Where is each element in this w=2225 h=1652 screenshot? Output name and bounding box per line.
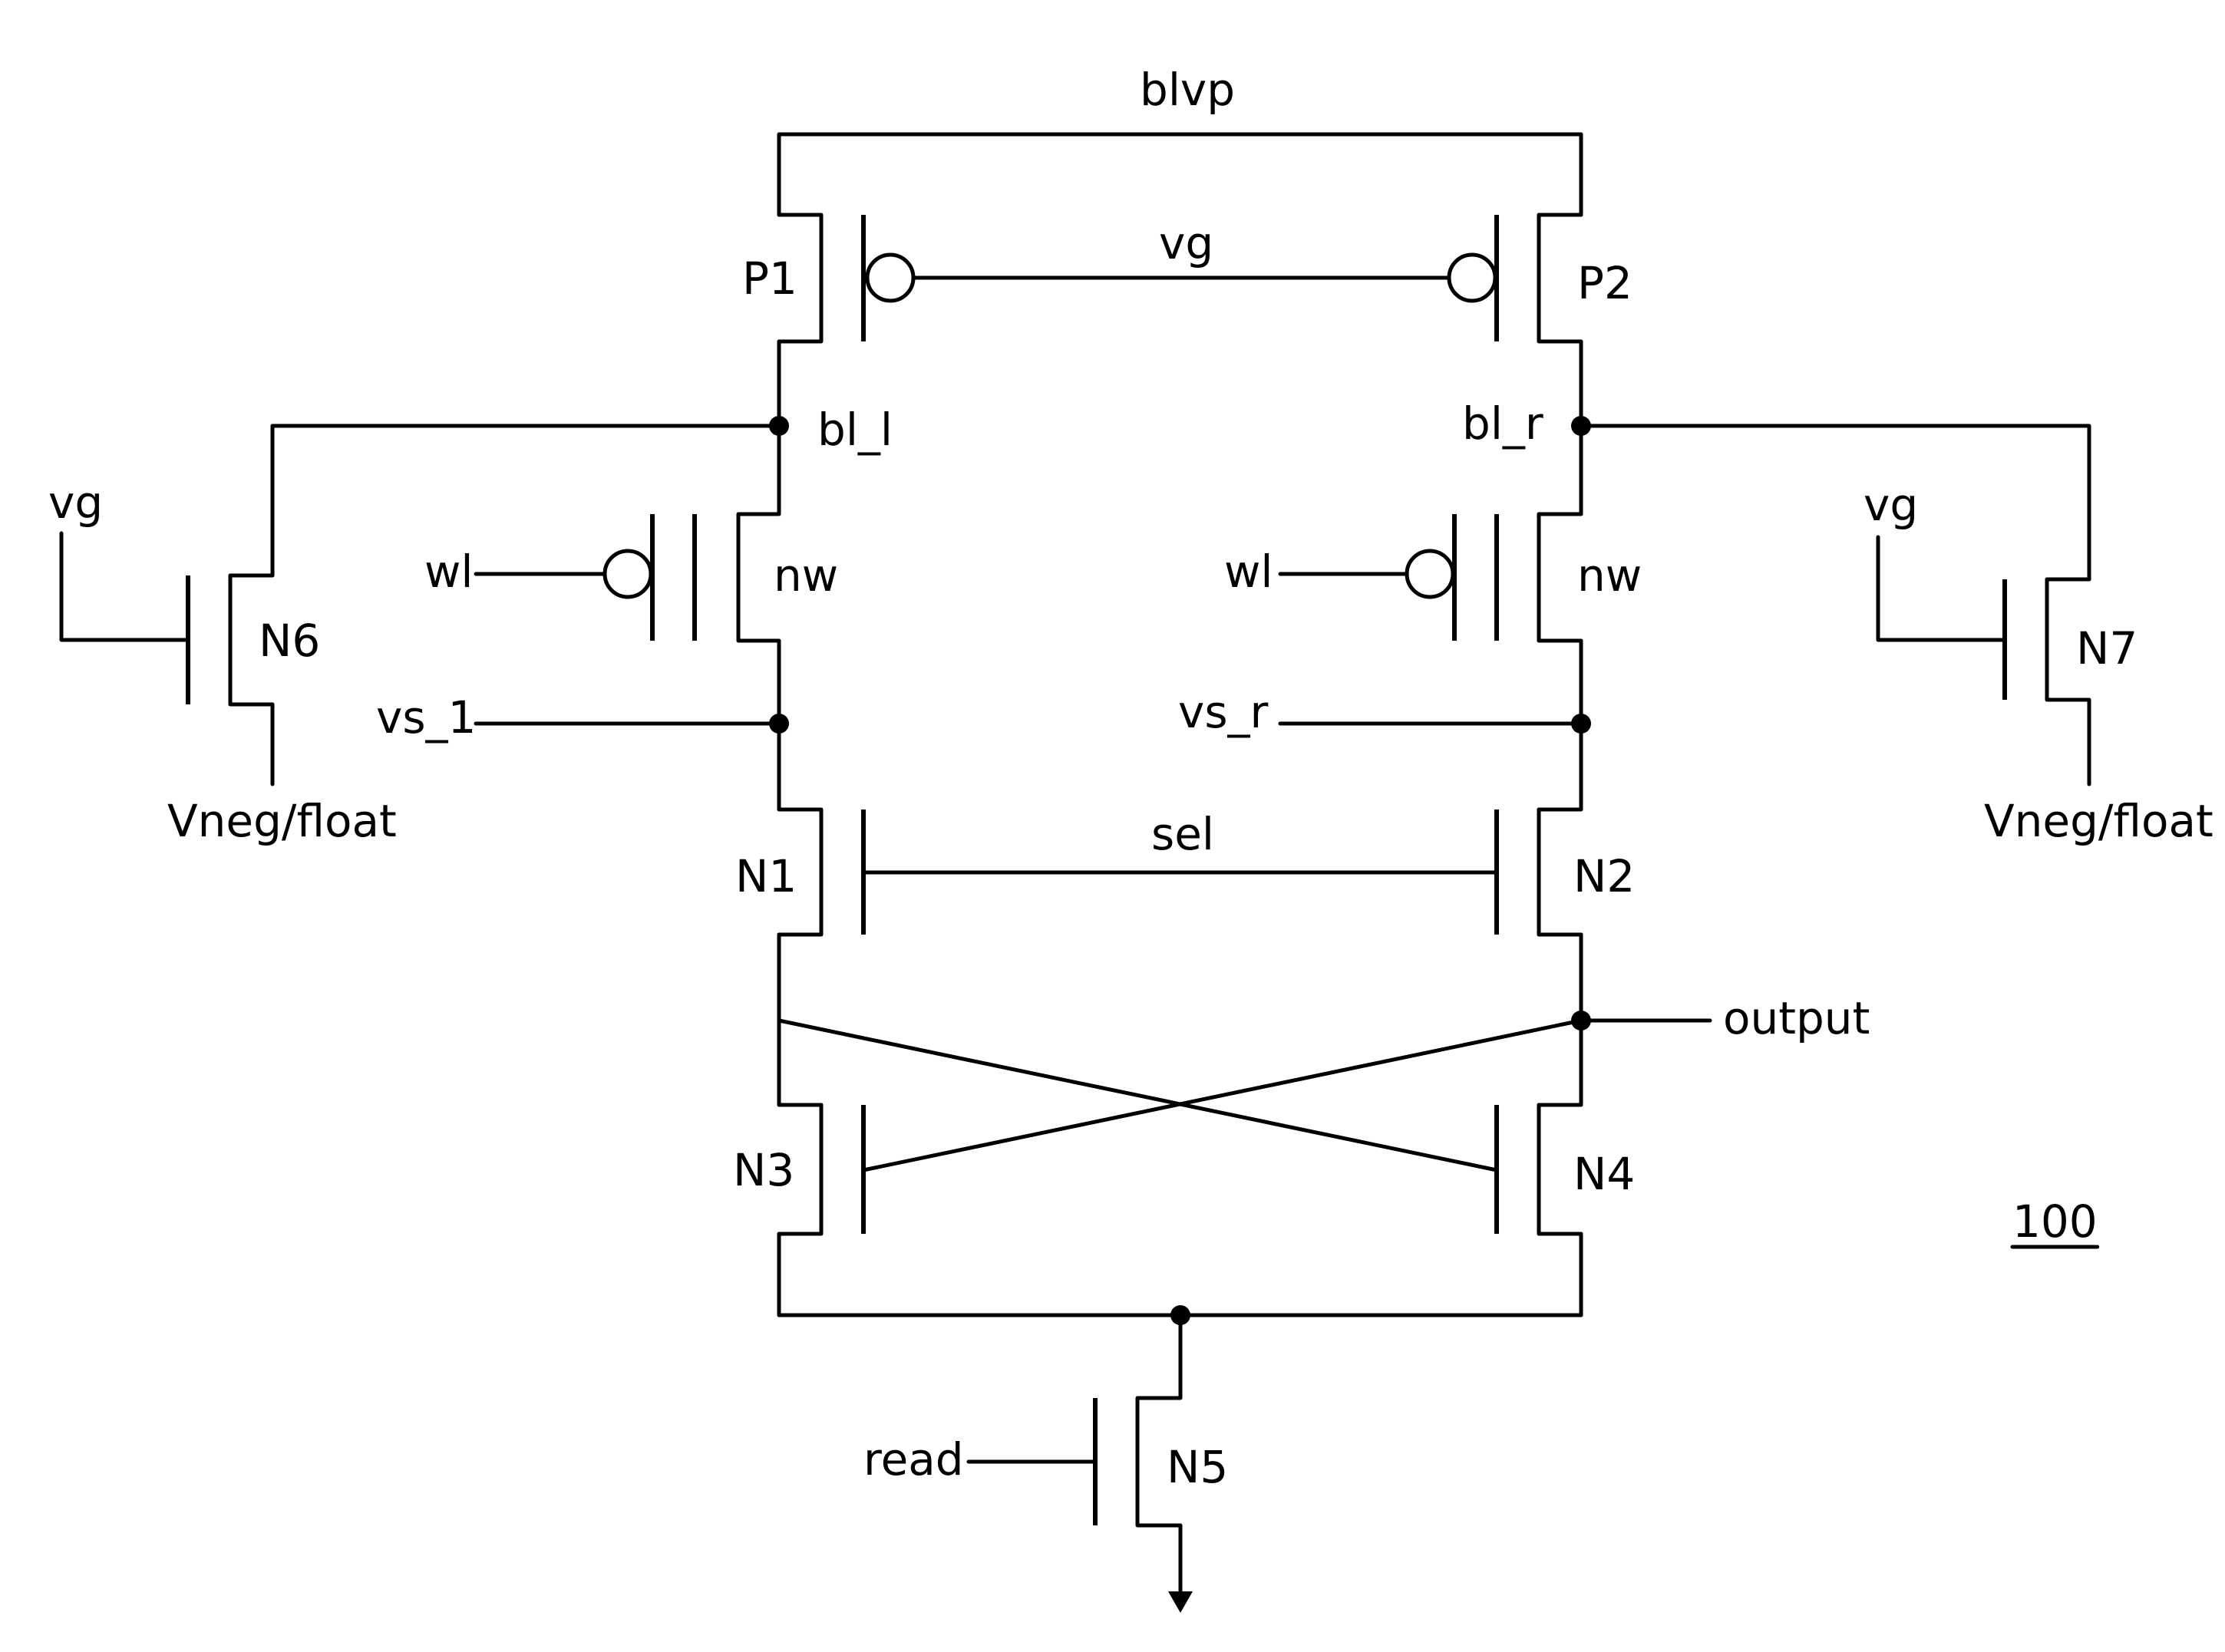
transistor-p2 bbox=[1449, 215, 1581, 426]
wire-blvp-rail bbox=[779, 134, 1581, 215]
transistor-n4 bbox=[1497, 1105, 1581, 1315]
label-nw-left: nw bbox=[774, 549, 838, 602]
label-vneg-left: Vneg/float bbox=[167, 795, 397, 847]
transistor-n7 bbox=[1878, 537, 2089, 784]
wire-cross-output-to-n3 bbox=[863, 1021, 1581, 1170]
wire-left-mid bbox=[779, 935, 821, 1105]
label-n2: N2 bbox=[1573, 850, 1635, 902]
label-n7: N7 bbox=[2076, 622, 2138, 674]
label-bl-l: bl_l bbox=[817, 404, 893, 456]
label-sel: sel bbox=[1151, 808, 1214, 860]
transistor-wl-left bbox=[476, 426, 779, 724]
transistor-n6 bbox=[61, 533, 272, 784]
label-vg-right: vg bbox=[1864, 479, 1918, 531]
label-n6: N6 bbox=[259, 615, 320, 667]
ground-arrow-icon bbox=[1168, 1591, 1193, 1613]
label-nw-right: nw bbox=[1577, 549, 1642, 602]
label-vg-left: vg bbox=[48, 476, 103, 529]
wire-bl-r-to-n7 bbox=[1581, 426, 2089, 579]
transistor-p1 bbox=[779, 215, 913, 426]
label-vneg-right: Vneg/float bbox=[1984, 795, 2213, 847]
transistor-wl-right bbox=[1280, 426, 1581, 724]
wire-cross-left-to-n4 bbox=[779, 1021, 1497, 1170]
transistor-n1 bbox=[779, 724, 863, 935]
label-n4: N4 bbox=[1573, 1148, 1635, 1200]
label-vg-top: vg bbox=[1159, 217, 1213, 269]
label-n3: N3 bbox=[733, 1144, 794, 1196]
label-vs-l: vs_1 bbox=[376, 691, 476, 744]
transistor-n3 bbox=[779, 1105, 863, 1315]
label-p1: P1 bbox=[742, 252, 797, 305]
figure-number: 100 bbox=[2012, 1195, 2098, 1248]
transistor-n2 bbox=[1497, 724, 1581, 935]
label-wl-left: wl bbox=[424, 546, 474, 598]
label-n1: N1 bbox=[735, 850, 797, 902]
label-p2: P2 bbox=[1577, 257, 1632, 309]
label-bl-r: bl_r bbox=[1462, 397, 1543, 450]
label-n5: N5 bbox=[1167, 1441, 1228, 1493]
label-output: output bbox=[1723, 992, 1870, 1044]
label-wl-right: wl bbox=[1224, 546, 1273, 598]
wire-bl-l-to-n6 bbox=[272, 426, 779, 575]
label-read: read bbox=[863, 1433, 964, 1485]
label-vs-r: vs_r bbox=[1178, 686, 1269, 738]
label-blvp: blvp bbox=[1140, 64, 1235, 116]
transistor-n5 bbox=[969, 1315, 1193, 1613]
